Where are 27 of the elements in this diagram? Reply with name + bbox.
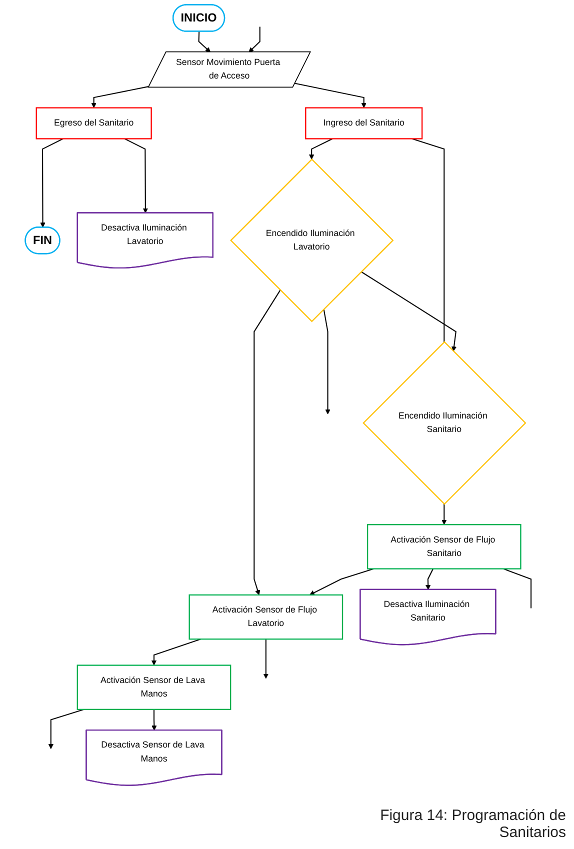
arrow (151, 638, 201, 666)
arrow (40, 138, 64, 228)
node-box: Activación Sensor de Flujo Lavatorio (188, 594, 344, 640)
arrow (124, 138, 148, 214)
arrow (48, 708, 84, 750)
node-box: Activación Sensor de Lava Manos (76, 664, 232, 710)
node-box: Ingreso del Sanitario (305, 107, 423, 140)
arrow (442, 504, 447, 525)
arrow (294, 82, 366, 108)
arrow (323, 309, 330, 414)
connector (503, 568, 532, 608)
figure-caption: Figura 14: Programación de Sanitarios (379, 807, 566, 841)
arrow (254, 290, 281, 596)
arrow (91, 86, 150, 108)
arrow (263, 639, 269, 679)
node-box: Egreso del Sanitario (36, 107, 152, 140)
arrow (309, 138, 333, 160)
arrow (426, 568, 434, 590)
node-diamond: Encendido Iluminación Lavatorio (230, 158, 394, 322)
arrow (309, 568, 374, 596)
node-diamond: Encendido Iluminación Sanitario (362, 341, 526, 505)
arrow (360, 271, 457, 352)
arrow (248, 26, 260, 52)
node-box: Activación Sensor de Flujo Sanitario (366, 524, 522, 570)
connector (412, 138, 445, 342)
arrow (152, 709, 157, 731)
arrow (198, 32, 211, 52)
